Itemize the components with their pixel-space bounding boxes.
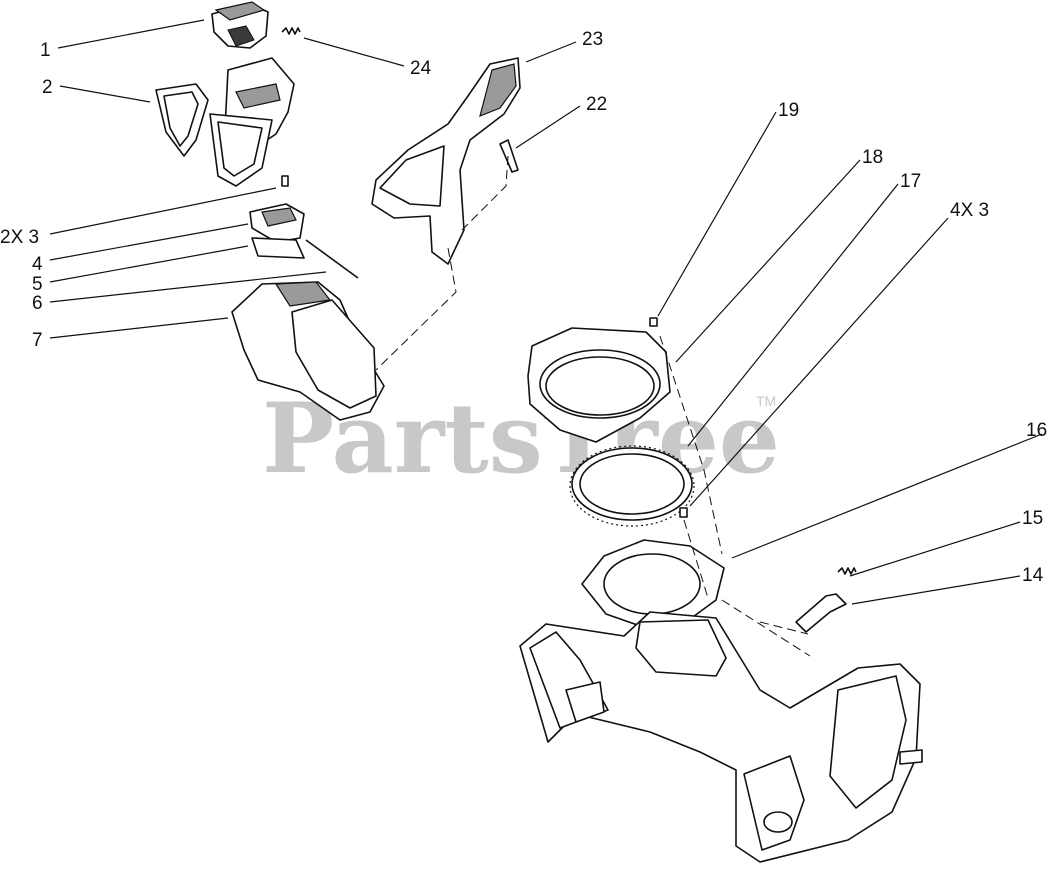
callout-6: 6 — [32, 293, 43, 314]
part-3-screw-set — [679, 507, 688, 518]
callout-labels: 1 2 2X 3 4 5 6 7 24 23 22 19 18 17 4X 3 … — [0, 29, 1047, 586]
part-2-upper-deflector — [155, 57, 295, 187]
callout-5: 5 — [32, 274, 43, 295]
part-18-chute-ring-top — [527, 327, 671, 443]
callout-19: 19 — [778, 100, 799, 121]
callout-2: 2 — [42, 77, 53, 98]
part-22-screw — [499, 139, 519, 173]
callout-3: 2X 3 — [0, 227, 39, 248]
part-4-bracket — [249, 203, 305, 243]
part-17-gear-ring — [569, 445, 695, 527]
part-6-pin — [305, 239, 359, 279]
callout-24: 24 — [410, 58, 432, 79]
callout-16: 16 — [1026, 420, 1047, 441]
part-14-lever — [795, 593, 847, 633]
part-1-knob — [211, 1, 269, 49]
callout-4: 4 — [32, 254, 43, 275]
part-5-plate — [251, 237, 305, 259]
watermark-tm: TM — [756, 393, 776, 409]
part-24-spring — [281, 27, 301, 35]
alignment-lines — [375, 155, 811, 657]
callout-22: 22 — [586, 94, 607, 115]
callout-7: 7 — [32, 330, 43, 351]
callout-14: 14 — [1022, 565, 1044, 586]
part-15-spring — [837, 567, 857, 575]
callout-17: 17 — [900, 171, 921, 192]
callout-4x3: 4X 3 — [950, 200, 989, 221]
part-16-chute-base — [581, 539, 725, 629]
callout-18: 18 — [862, 147, 883, 168]
callout-1: 1 — [40, 40, 51, 61]
part-3-screw — [281, 175, 289, 187]
part-7-lower-deflector — [231, 281, 385, 421]
callout-15: 15 — [1022, 508, 1043, 529]
auger-housing — [519, 611, 923, 863]
part-19-screw — [649, 317, 658, 327]
callout-23: 23 — [582, 29, 603, 50]
leader-lines — [49, 19, 1043, 605]
part-23-chute-handle — [371, 57, 521, 265]
